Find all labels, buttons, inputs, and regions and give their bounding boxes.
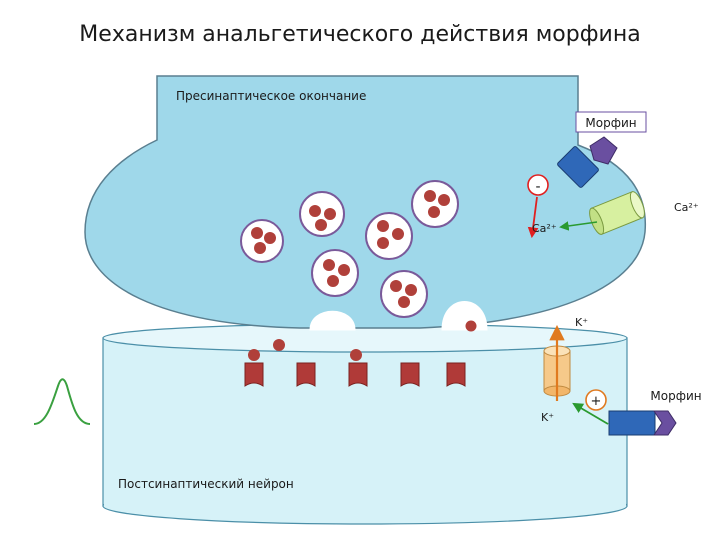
postsynaptic-label: Постсинаптический нейрон xyxy=(118,477,294,491)
fusion-pit xyxy=(441,301,488,331)
presynaptic-terminal xyxy=(84,75,647,329)
synaptic-transmitters xyxy=(248,339,362,361)
vesicle xyxy=(380,270,428,318)
calcium-label-inside: Ca²⁺ xyxy=(532,222,557,235)
receptor xyxy=(348,362,368,387)
inhibition-arrow xyxy=(527,196,539,239)
receptor xyxy=(446,362,466,387)
potassium-label-top: K⁺ xyxy=(575,316,588,329)
receptor xyxy=(400,362,420,387)
inhibition-sign-text: - xyxy=(535,179,540,195)
vesicle xyxy=(365,212,413,260)
activation-sign xyxy=(585,389,607,411)
postsynaptic-opioid-receptor xyxy=(608,410,656,436)
potassium-label-bottom: K⁺ xyxy=(541,411,554,424)
vesicles xyxy=(240,180,459,318)
morphine-label-box-top xyxy=(575,111,647,133)
page-title: Механизм анальгетического действия морфи… xyxy=(79,22,641,47)
vesicle xyxy=(240,219,284,263)
calcium-channel xyxy=(589,191,645,235)
morphine-molecule-bottom xyxy=(653,410,677,436)
vesicle xyxy=(299,191,345,237)
vesicle xyxy=(311,249,359,297)
receptor xyxy=(244,362,264,387)
morphine-label-bottom: Морфин xyxy=(650,389,701,403)
postsynaptic-receptors xyxy=(244,362,466,387)
activation-arrow xyxy=(572,402,609,425)
fusion-pit xyxy=(309,310,356,331)
morphine-molecule-top xyxy=(589,136,618,165)
calcium-influx-arrow xyxy=(559,221,598,231)
morphine-label-top: Морфин xyxy=(585,116,636,130)
receptor xyxy=(296,362,316,387)
vesicle xyxy=(411,180,459,228)
calcium-label-outside: Ca²⁺ xyxy=(674,201,699,214)
presynaptic-opioid-receptor xyxy=(557,146,599,188)
action-potential-curve xyxy=(33,378,91,425)
activation-sign-text: + xyxy=(591,394,602,409)
transmitter-molecule xyxy=(465,320,477,332)
presynaptic-label: Пресинаптическое окончание xyxy=(176,89,366,103)
inhibition-sign xyxy=(527,174,549,196)
